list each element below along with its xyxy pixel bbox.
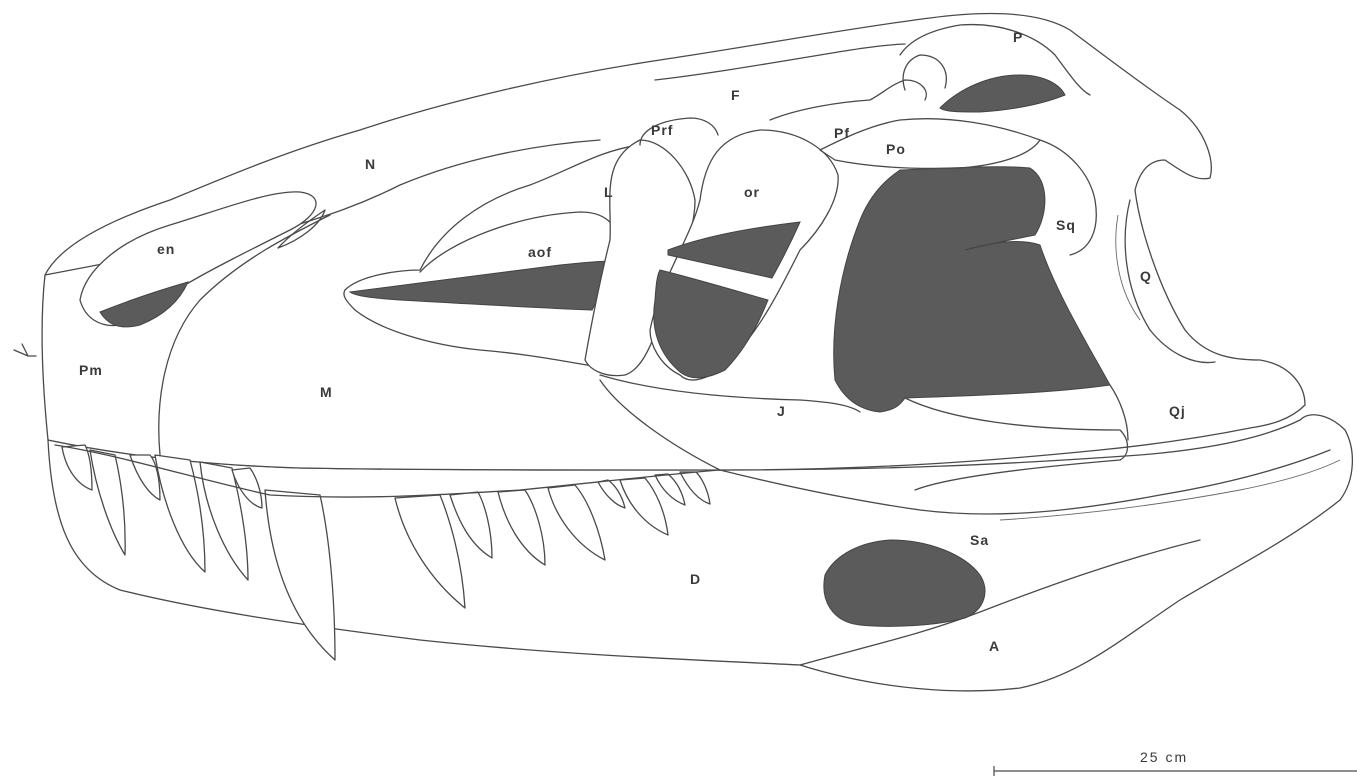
label-or: or [744, 184, 760, 200]
label-P: P [1013, 29, 1023, 45]
label-M: M [320, 384, 333, 400]
label-Q: Q [1140, 268, 1152, 284]
label-A: A [989, 638, 1000, 654]
label-Pf: Pf [834, 125, 850, 141]
label-Prf: Prf [651, 122, 673, 138]
scale-bar-label: 25 cm [1140, 749, 1188, 765]
label-Pm: Pm [79, 362, 103, 378]
label-D: D [690, 571, 701, 587]
anterior-arrow-icon [14, 344, 36, 356]
label-L: L [604, 184, 614, 200]
label-Po: Po [886, 141, 906, 157]
label-aof: aof [528, 244, 552, 260]
label-Sq: Sq [1056, 217, 1076, 233]
label-Qj: Qj [1169, 403, 1186, 419]
label-en: en [157, 241, 175, 257]
label-Sa: Sa [970, 532, 989, 548]
scale-bar: 25 cm [994, 749, 1357, 776]
label-J: J [777, 403, 786, 419]
label-F: F [731, 87, 741, 103]
label-N: N [365, 156, 376, 172]
